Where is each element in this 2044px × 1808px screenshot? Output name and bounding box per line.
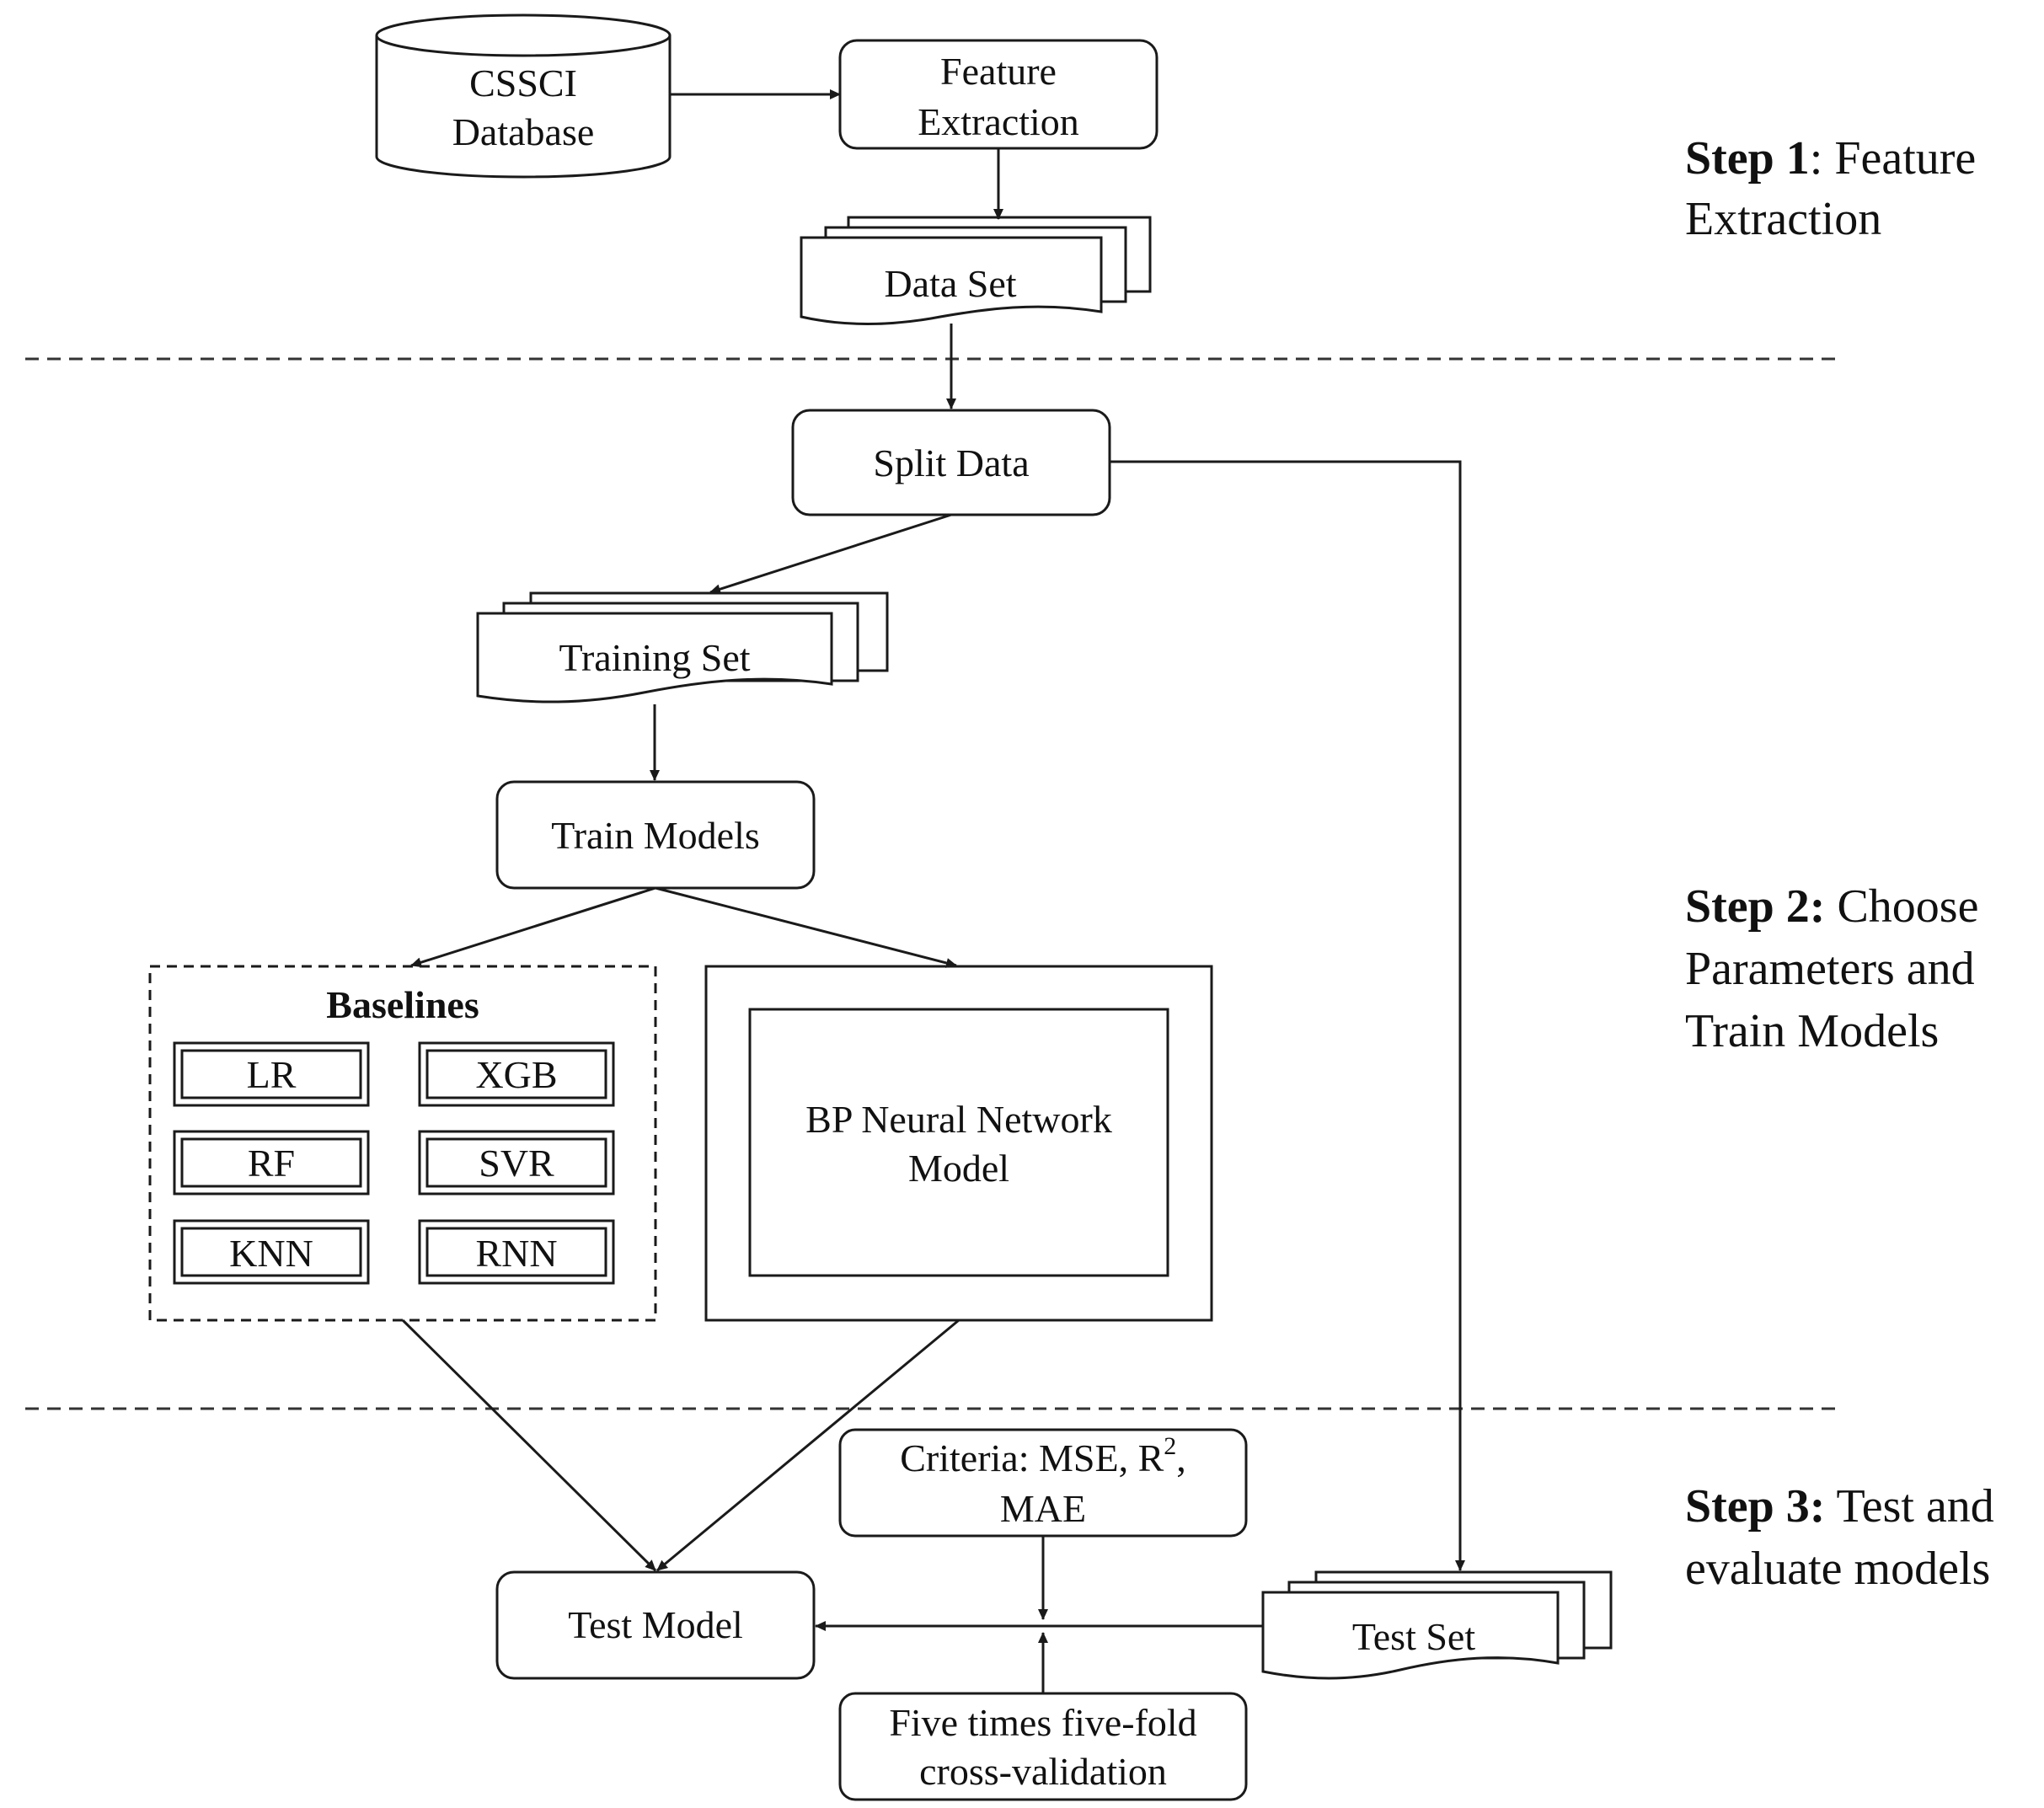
baseline-rnn-label: RNN: [475, 1232, 557, 1275]
baseline-knn: KNN: [173, 1219, 370, 1285]
criteria-line2: MAE: [1000, 1487, 1086, 1530]
training-set-label: Training Set: [559, 636, 750, 679]
arrow-train-to-baselines: [410, 886, 656, 968]
data-set-label: Data Set: [884, 262, 1016, 305]
baselines-title: Baselines: [326, 983, 479, 1026]
criteria-line1: Criteria: MSE, R2,: [900, 1432, 1186, 1479]
baseline-lr-label: LR: [247, 1053, 297, 1096]
step3-bold: Step 3:: [1685, 1480, 1825, 1533]
baseline-xgb-label: XGB: [475, 1053, 557, 1096]
baseline-rf: RF: [173, 1130, 370, 1196]
baseline-svr: SVR: [418, 1130, 615, 1196]
baseline-rf-label: RF: [248, 1142, 295, 1185]
step3-label: Step 3: Test and evaluate models: [1685, 1480, 1994, 1595]
step1-line2: Extraction: [1685, 193, 1881, 245]
split-data-box: Split Data: [791, 409, 1111, 516]
arrow-bp-to-test: [656, 1319, 960, 1572]
step1-line1: Step 1: Feature: [1685, 132, 1976, 185]
bp-model-line1: BP Neural Network: [805, 1098, 1112, 1141]
baseline-svr-label: SVR: [479, 1142, 554, 1185]
step2-rest: Choose: [1825, 880, 1978, 933]
train-models-label: Train Models: [551, 814, 760, 857]
database-cylinder: CSSCI Database: [375, 13, 672, 179]
data-set-documents: Data Set: [800, 216, 1152, 326]
arrow-train-to-bp: [655, 886, 957, 968]
bp-neural-network-box: BP Neural Network Model: [704, 965, 1213, 1322]
arrow-baselines-to-test: [401, 1319, 657, 1572]
criteria-comma: ,: [1176, 1436, 1186, 1479]
step2-bold: Step 2:: [1685, 880, 1825, 933]
bp-model-line2: Model: [908, 1147, 1009, 1190]
arrow-split-to-training: [709, 513, 952, 595]
step2-line2: Parameters and: [1685, 943, 1975, 995]
step1-bold: Step 1: [1685, 132, 1810, 185]
step1-rest: : Feature: [1810, 132, 1976, 185]
test-model-box: Test Model: [495, 1570, 816, 1680]
baselines-group: Baselines LR XGB RF SVR KNN: [148, 965, 657, 1322]
criteria-superscript: 2: [1164, 1432, 1176, 1460]
split-data-label: Split Data: [873, 441, 1029, 484]
database-label-line1: CSSCI: [469, 62, 577, 104]
test-model-label: Test Model: [568, 1603, 743, 1646]
step2-label: Step 2: Choose Parameters and Train Mode…: [1685, 880, 1978, 1057]
cross-validation-box: Five times five-fold cross-validation: [838, 1692, 1248, 1801]
baseline-knn-label: KNN: [229, 1232, 313, 1275]
step3-rest: Test and: [1825, 1480, 1993, 1533]
criteria-box: Criteria: MSE, R2, MAE: [838, 1428, 1248, 1538]
step2-line3: Train Models: [1685, 1005, 1939, 1057]
step3-line1: Step 3: Test and: [1685, 1480, 1994, 1533]
train-models-box: Train Models: [495, 780, 816, 890]
step3-line2: evaluate models: [1685, 1543, 1990, 1595]
training-set-documents: Training Set: [476, 591, 889, 703]
test-set-label: Test Set: [1352, 1615, 1475, 1658]
cross-validation-line1: Five times five-fold: [889, 1701, 1196, 1744]
feature-extraction-box: Feature Extraction: [838, 39, 1158, 150]
feature-extraction-line2: Extraction: [918, 100, 1079, 143]
feature-extraction-line1: Feature: [940, 50, 1057, 93]
baseline-rnn: RNN: [418, 1219, 615, 1285]
database-label-line2: Database: [452, 110, 595, 153]
cross-validation-line2: cross-validation: [919, 1750, 1167, 1793]
arrow-split-to-testset: [1110, 460, 1465, 1571]
test-set-documents: Test Set: [1261, 1570, 1613, 1680]
baseline-lr: LR: [173, 1041, 370, 1107]
step2-line1: Step 2: Choose: [1685, 880, 1978, 933]
step1-label: Step 1: Feature Extraction: [1685, 132, 1976, 245]
baseline-xgb: XGB: [418, 1041, 615, 1107]
criteria-text: Criteria: MSE, R: [900, 1436, 1164, 1479]
